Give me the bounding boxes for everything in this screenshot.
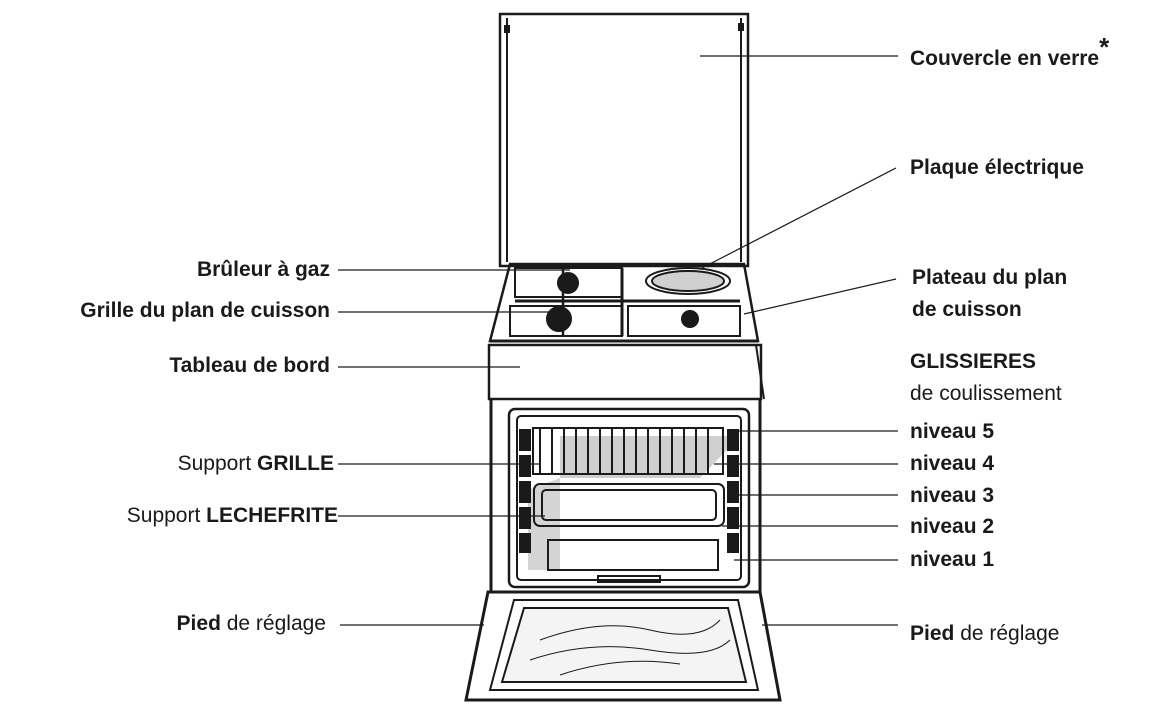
label-glass-lid-text: Couvercle en verre xyxy=(910,47,1099,70)
label-foot-right: Pied de réglage xyxy=(910,622,1059,646)
label-rack-support-prefix: Support xyxy=(178,452,257,475)
label-level-4: niveau 4 xyxy=(910,452,994,476)
label-level-3: niveau 3 xyxy=(910,484,994,508)
label-rails-title: GLISSIERES xyxy=(910,350,1036,374)
label-gas-burner: Brûleur à gaz xyxy=(197,258,330,282)
oven-door xyxy=(466,592,780,700)
label-level-2: niveau 2 xyxy=(910,515,994,539)
label-foot-right-rest: de réglage xyxy=(954,622,1059,645)
oven-body xyxy=(491,399,760,592)
glass-lid xyxy=(500,14,748,266)
label-pan-support-bold: LECHEFRITE xyxy=(206,504,338,527)
asterisk-mark: * xyxy=(1099,32,1109,62)
control-panel xyxy=(489,345,764,399)
label-glass-lid: Couvercle en verre* xyxy=(910,44,1109,71)
label-cooktop-tray-line2: de cuisson xyxy=(912,298,1022,322)
label-rack-support: Support GRILLE xyxy=(178,452,334,476)
label-cooktop-grid: Grille du plan de cuisson xyxy=(80,299,330,323)
label-control-panel: Tableau de bord xyxy=(169,354,330,378)
cooktop xyxy=(490,264,760,345)
label-pan-support: Support LECHEFRITE xyxy=(127,504,338,528)
label-foot-left: Pied de réglage xyxy=(177,612,326,636)
label-foot-left-bold: Pied xyxy=(177,612,221,635)
label-foot-left-rest: de réglage xyxy=(221,612,326,635)
label-pan-support-prefix: Support xyxy=(127,504,206,527)
label-foot-right-bold: Pied xyxy=(910,622,954,645)
label-cooktop-tray-line1: Plateau du plan xyxy=(912,266,1067,290)
label-rails-subtitle: de coulissement xyxy=(910,382,1062,406)
label-electric-plate: Plaque électrique xyxy=(910,156,1084,180)
label-level-1: niveau 1 xyxy=(910,548,994,572)
label-level-5: niveau 5 xyxy=(910,420,994,444)
label-rack-support-bold: GRILLE xyxy=(257,452,334,475)
